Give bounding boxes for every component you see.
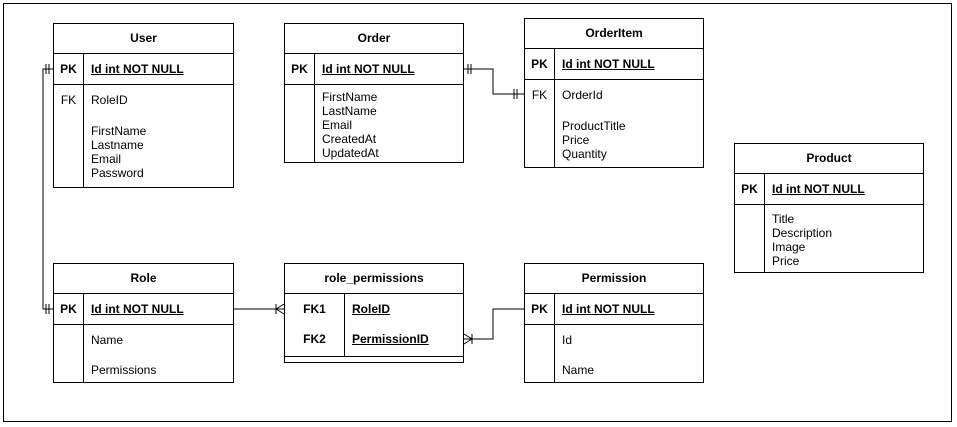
pk-row: PK Id int NOT NULL <box>735 174 923 205</box>
field-rows: FK RoleID FirstName Lastname Email Passw… <box>54 85 233 187</box>
field-item: UpdatedAt <box>322 146 379 160</box>
table-title: OrderItem <box>525 19 703 49</box>
field-item: Quantity <box>562 147 607 161</box>
table-order[interactable]: Order PK Id int NOT NULL FirstName LastN… <box>284 23 464 163</box>
table-title: Product <box>735 144 923 174</box>
field-item: CreatedAt <box>322 132 377 146</box>
field-rows: Name Permissions <box>54 325 233 382</box>
field-item: Price <box>562 133 590 147</box>
pk-label: PK <box>60 302 77 316</box>
field-rows: FK OrderId ProductTitle Price Quantity <box>525 80 703 167</box>
table-permission[interactable]: Permission PK Id int NOT NULL Id Name <box>524 263 704 383</box>
fk1-field: RoleID <box>352 302 391 316</box>
field-item: LastName <box>322 104 377 118</box>
fk-label: FK <box>531 88 548 102</box>
table-product[interactable]: Product PK Id int NOT NULL Title Descrip… <box>734 143 924 273</box>
field-item: Email <box>322 118 353 132</box>
diagram-frame <box>3 3 952 422</box>
field-item: FirstName <box>322 90 378 104</box>
pk-field: Id int NOT NULL <box>322 62 415 76</box>
field-item: Description <box>772 226 833 240</box>
table-title: Order <box>285 24 463 54</box>
field-item: Password <box>91 166 144 180</box>
pk-field: Id int NOT NULL <box>562 302 655 316</box>
pk-row: PK Id int NOT NULL <box>54 294 233 325</box>
fk-label: FK <box>60 93 77 107</box>
table-role[interactable]: Role PK Id int NOT NULL Name Permissions <box>53 263 234 383</box>
pk-field: Id int NOT NULL <box>772 182 865 196</box>
relation-permission-rolepermissions <box>464 308 524 340</box>
field-item: Email <box>91 152 122 166</box>
field-rows: Id Name <box>525 325 703 382</box>
pk-field: Id int NOT NULL <box>91 62 184 76</box>
field-item: Name <box>562 363 595 377</box>
relation-order-orderitem <box>464 68 524 95</box>
fk-field: RoleID <box>91 93 128 107</box>
field-item: Name <box>91 333 124 347</box>
field-rows: FirstName LastName Email CreatedAt Updat… <box>285 85 463 162</box>
table-user[interactable]: User PK Id int NOT NULL FK RoleID FirstN… <box>53 23 234 188</box>
table-title: User <box>54 24 233 54</box>
fk2-label: FK2 <box>303 332 326 346</box>
pk-row: PK Id int NOT NULL <box>525 294 703 325</box>
pk-label: PK <box>741 182 758 196</box>
table-orderitem[interactable]: OrderItem PK Id int NOT NULL FK OrderId … <box>524 18 704 168</box>
fk-rows: FK1 FK2 RoleID PermissionID <box>285 294 463 356</box>
field-item: Title <box>772 212 795 226</box>
fk2-field: PermissionID <box>352 332 429 346</box>
field-item: ProductTitle <box>562 119 626 133</box>
pk-field: Id int NOT NULL <box>91 302 184 316</box>
field-rows: Title Description Image Price <box>735 205 923 272</box>
table-title: Role <box>54 264 233 294</box>
field-item: Lastname <box>91 138 144 152</box>
pk-label: PK <box>531 302 548 316</box>
pk-label: PK <box>60 62 77 76</box>
fk-field: OrderId <box>562 88 603 102</box>
field-item: Id <box>562 333 573 347</box>
table-role-permissions[interactable]: role_permissions FK1 FK2 RoleID Permissi… <box>284 263 464 363</box>
pk-row: PK Id int NOT NULL <box>285 54 463 85</box>
pk-row: PK Id int NOT NULL <box>525 49 703 80</box>
field-item: Permissions <box>91 363 157 377</box>
field-item: Image <box>772 240 806 254</box>
pk-field: Id int NOT NULL <box>562 57 655 71</box>
field-item: Price <box>772 254 800 268</box>
pk-label: PK <box>531 57 548 71</box>
fk1-label: FK1 <box>303 302 326 316</box>
table-title: Permission <box>525 264 703 294</box>
pk-label: PK <box>291 62 308 76</box>
pk-row: PK Id int NOT NULL <box>54 54 233 85</box>
field-item: FirstName <box>91 124 147 138</box>
table-title: role_permissions <box>285 264 463 294</box>
